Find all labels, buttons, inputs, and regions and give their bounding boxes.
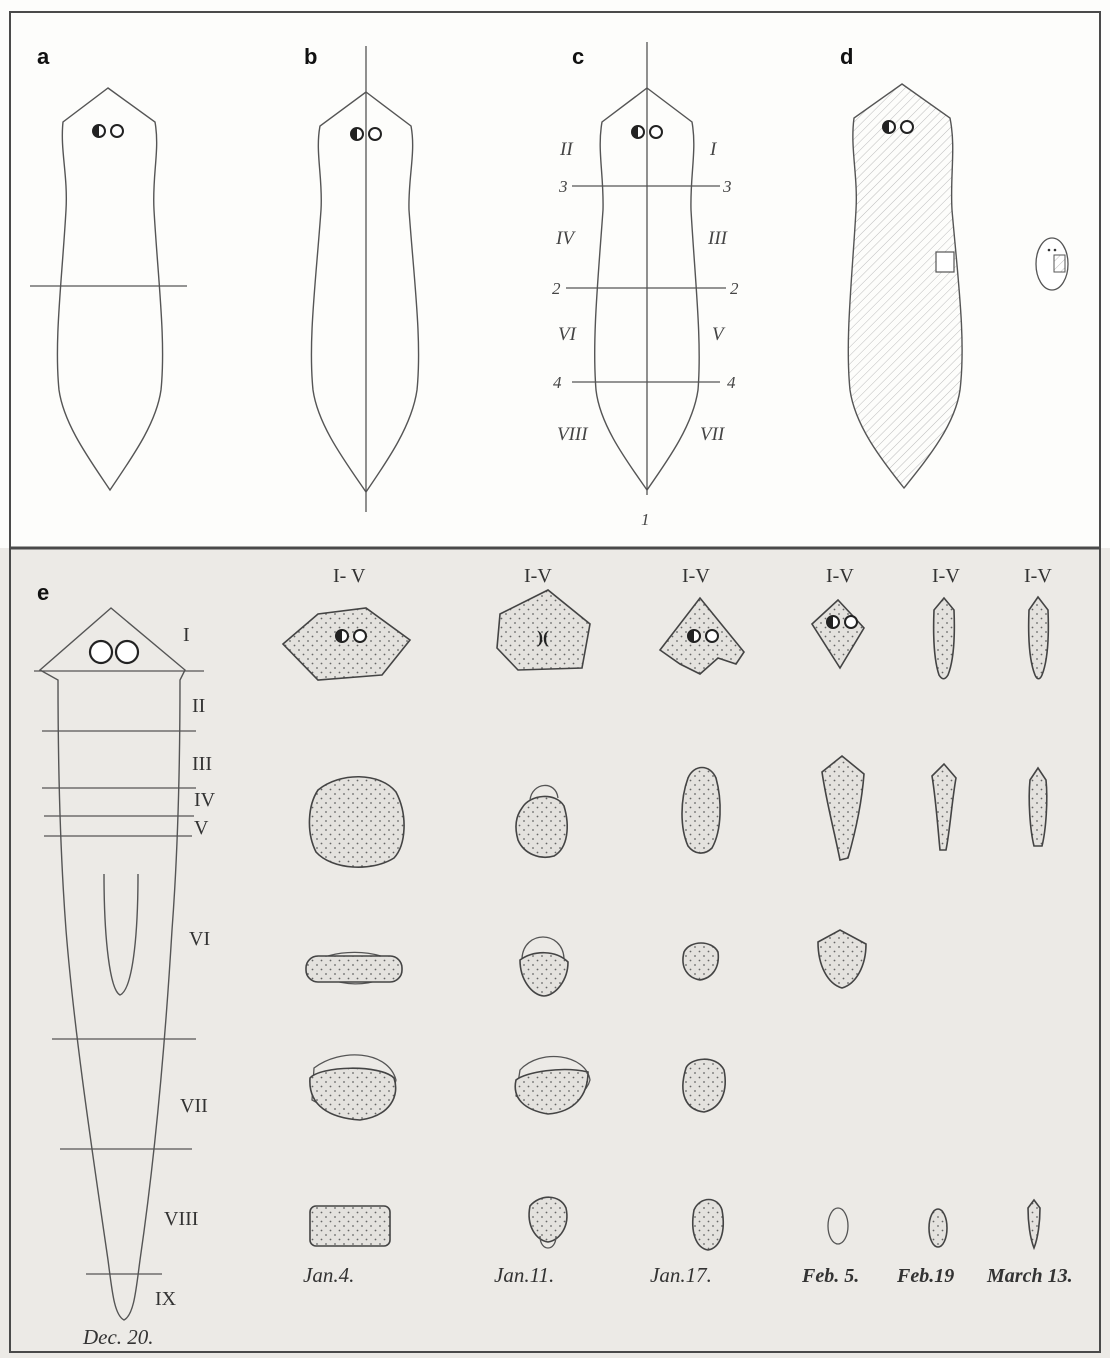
excised-square-d	[936, 252, 954, 272]
region-label-c-IV: IV	[555, 228, 576, 249]
column-date: March 13.	[986, 1265, 1073, 1287]
panel-letter-b: b	[304, 44, 317, 69]
panel-letter-e: e	[37, 580, 49, 605]
region-label-e-IX: IX	[155, 1288, 177, 1310]
worm-hatched-d	[848, 84, 962, 488]
column-header: I-V	[682, 565, 710, 587]
fragment-row2-jan11	[516, 796, 567, 857]
fragment-row2-jan4	[309, 777, 404, 867]
fragment-row3-jan4	[306, 956, 402, 982]
start-date-label: Dec. 20.	[82, 1325, 154, 1349]
small-regenerant-eye-d	[1048, 249, 1051, 252]
column-header: I-V	[1024, 565, 1052, 587]
fragment-head-feb19	[934, 598, 955, 679]
column-date: Jan.17.	[650, 1263, 712, 1287]
cut-label-c-2-left: 2	[552, 279, 561, 298]
region-label-c-VIII: VIII	[557, 424, 589, 445]
eyes-icon: )(	[537, 627, 549, 648]
small-regenerant-piece-d	[1054, 255, 1065, 272]
cut-label-c-1: 1	[641, 510, 650, 529]
region-label-c-VI: VI	[558, 324, 578, 345]
small-regenerant-eye-d	[1054, 249, 1057, 252]
eye-icon-e	[116, 641, 138, 663]
region-label-e-I: I	[183, 624, 190, 646]
column-header: I-V	[826, 565, 854, 587]
region-label-e-V: V	[194, 817, 209, 839]
fragment-row5-jan17	[693, 1200, 723, 1251]
column-date: Jan.4.	[303, 1263, 354, 1287]
region-label-c-VII: VII	[700, 424, 726, 445]
column-header: I- V	[333, 565, 366, 587]
panel-letter-c: c	[572, 44, 584, 69]
fragment-row2-jan17	[682, 768, 720, 854]
region-label-e-VII: VII	[180, 1095, 208, 1117]
region-label-c-II: II	[559, 139, 574, 160]
fragment-row4-jan17	[683, 1059, 725, 1112]
eye-icon-e	[90, 641, 112, 663]
fragment-head-mar13	[1029, 597, 1049, 679]
cut-label-c-2-right: 2	[730, 279, 739, 298]
column-date: Jan.11.	[494, 1263, 554, 1287]
column-header: I-V	[932, 565, 960, 587]
fragment-row5-jan4	[310, 1206, 390, 1246]
cut-label-c-3-left: 3	[558, 177, 568, 196]
cut-label-c-3-right: 3	[722, 177, 732, 196]
fragment-row5-feb19	[929, 1209, 947, 1247]
region-label-c-III: III	[707, 228, 729, 249]
region-label-e-VI: VI	[189, 928, 210, 950]
region-label-e-IV: IV	[194, 789, 216, 811]
column-date: Feb. 5.	[801, 1265, 859, 1287]
fragment-row2-mar13	[1029, 768, 1047, 846]
column-header: I-V	[524, 565, 552, 587]
panel-letter-d: d	[840, 44, 853, 69]
panel-letter-a: a	[37, 44, 50, 69]
cut-label-c-4-right: 4	[727, 373, 736, 392]
column-date: Feb.19	[896, 1265, 954, 1287]
region-label-e-III: III	[192, 753, 212, 775]
region-label-e-II: II	[192, 695, 205, 717]
region-label-e-VIII: VIII	[164, 1208, 198, 1230]
cut-label-c-4-left: 4	[553, 373, 562, 392]
